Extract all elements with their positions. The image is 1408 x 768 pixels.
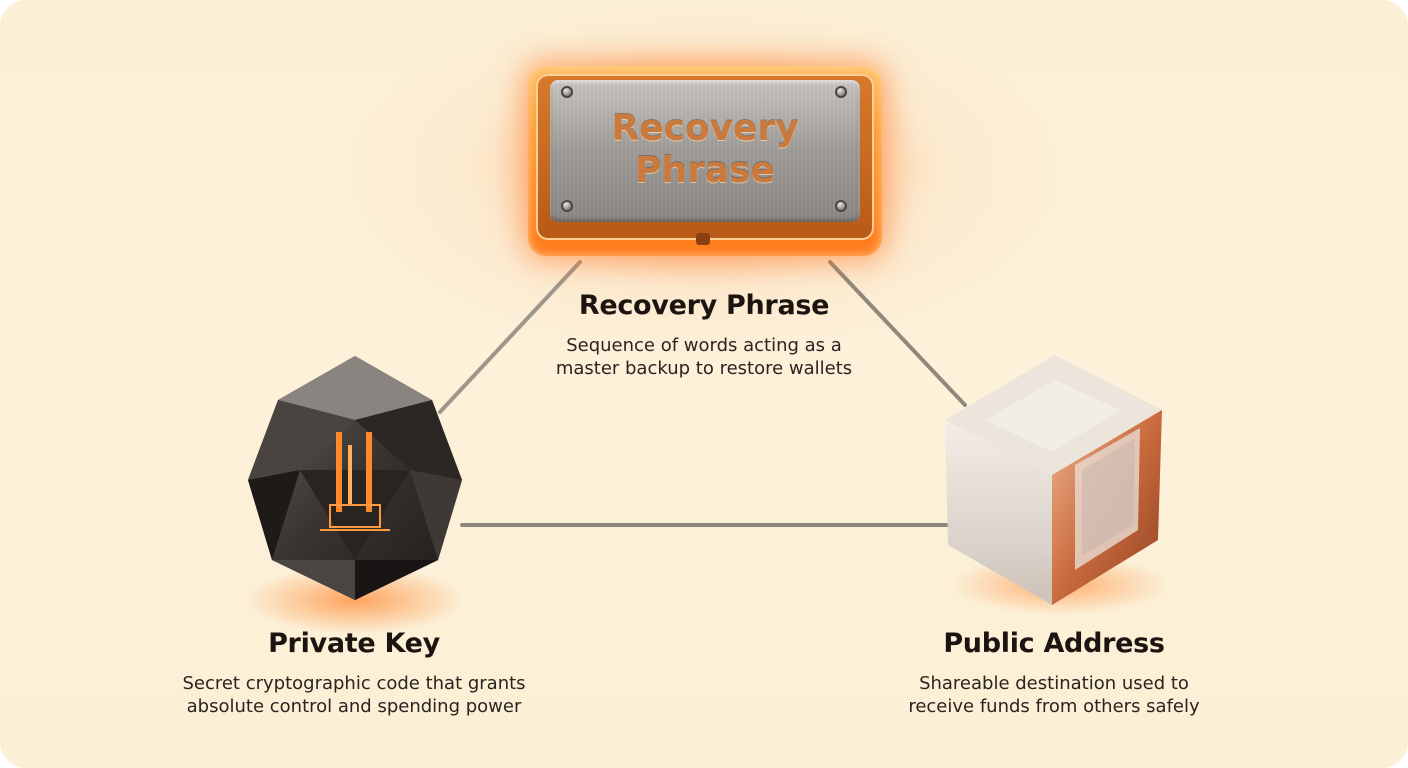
recovery-phrase-title: Recovery Phrase [578,290,830,321]
screw-icon [835,200,847,212]
private-key-description-line: Secret cryptographic code that grants [182,673,526,694]
private-key-description: Secret cryptographic code that grants ab… [154,672,554,718]
plaque-engraved-word: Recovery [611,108,799,149]
screw-icon [835,86,847,98]
plaque-metal-face [550,80,860,222]
private-key-title: Private Key [268,628,440,659]
screw-icon [561,86,573,98]
private-key-description-line: absolute control and spending power [186,696,522,717]
public-address-description: Shareable destination used to receive fu… [854,672,1254,718]
plaque-engraved-word: Phrase [635,150,775,191]
public-address-description-line: Shareable destination used to [919,673,1189,694]
recovery-phrase-description-line: master backup to restore wallets [555,358,853,379]
recovery-phrase-description: Sequence of words acting as a master bac… [504,334,904,380]
screw-icon [561,200,573,212]
public-address-title: Public Address [943,628,1165,659]
plaque-notch [696,233,710,245]
public-address-description-line: receive funds from others safely [908,696,1200,717]
recovery-phrase-description-line: Sequence of words acting as a [566,335,842,356]
